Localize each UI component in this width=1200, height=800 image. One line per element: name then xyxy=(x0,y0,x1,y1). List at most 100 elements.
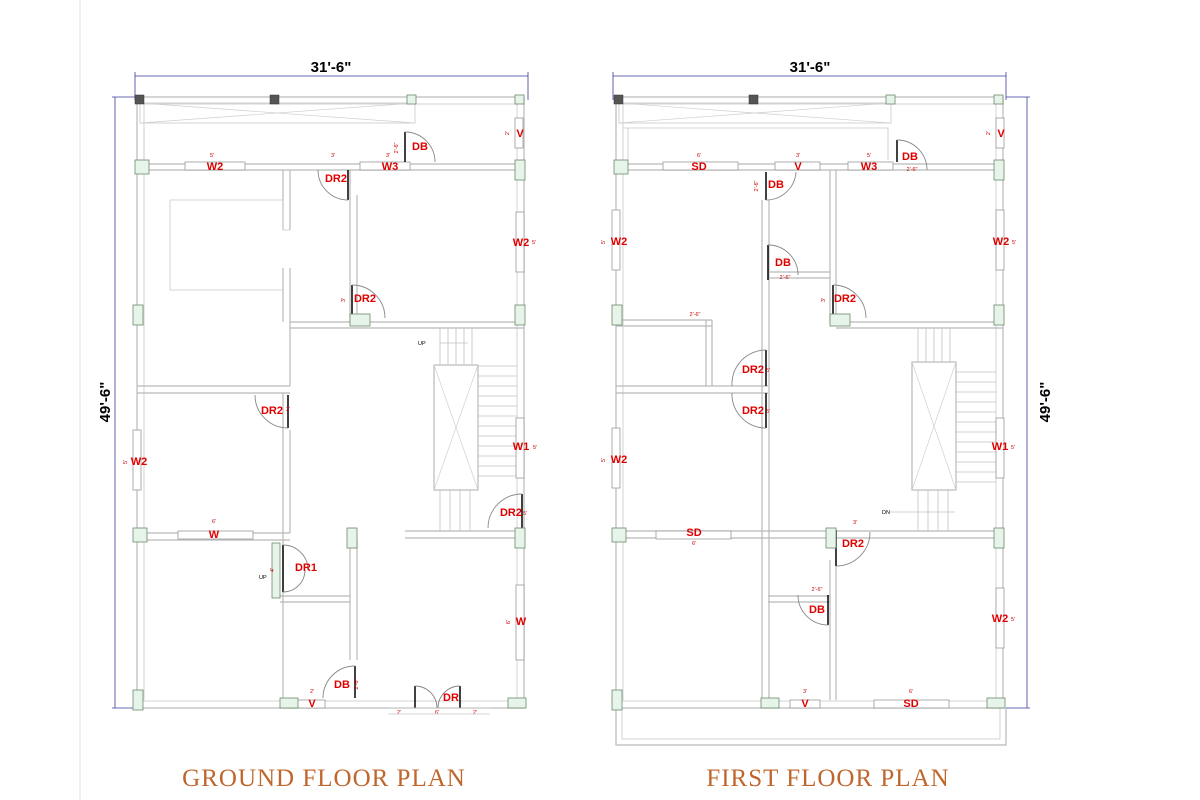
label-v: V xyxy=(997,128,1005,140)
svg-text:5': 5' xyxy=(867,153,871,159)
ground-staircase xyxy=(433,328,517,531)
first-depth-dimension: 49'-6" xyxy=(1006,96,1054,709)
ground-depth-label: 49'-6" xyxy=(97,382,114,423)
first-window-w2-left-lower xyxy=(611,427,621,489)
label-dr2: DR2 xyxy=(834,293,856,305)
svg-text:3': 3' xyxy=(341,298,347,302)
svg-text:5': 5' xyxy=(1012,240,1016,246)
label-up: UP xyxy=(418,341,426,347)
label-w: W xyxy=(209,529,220,541)
first-door-dr2-b xyxy=(731,349,767,387)
svg-text:2'-6": 2'-6" xyxy=(907,167,918,173)
label-w2: W2 xyxy=(611,236,628,248)
ground-window-w xyxy=(177,530,254,540)
label-w2: W2 xyxy=(131,456,148,468)
label-v: V xyxy=(308,698,316,710)
ground-inner-wall-line xyxy=(143,103,518,702)
first-door-db-a xyxy=(765,171,797,201)
ground-door-dr-main xyxy=(414,685,461,709)
label-w2: W2 xyxy=(993,236,1010,248)
first-front-balcony xyxy=(618,102,892,160)
label-v: V xyxy=(794,161,802,173)
label-dr1: DR1 xyxy=(295,562,317,574)
label-dr2: DR2 xyxy=(842,538,864,550)
svg-text:2': 2' xyxy=(986,131,992,135)
first-outer-wall xyxy=(615,96,1004,709)
label-up: UP xyxy=(259,575,267,581)
ground-door-db-bottom xyxy=(322,665,356,699)
svg-text:6': 6' xyxy=(212,519,216,525)
label-w3: W3 xyxy=(382,161,399,173)
svg-text:2'-6": 2'-6" xyxy=(394,142,400,153)
ground-width-dimension: 31'-6" xyxy=(134,59,529,100)
svg-text:3': 3' xyxy=(803,689,807,695)
ground-door-dr2-stair xyxy=(487,493,523,529)
svg-text:5': 5' xyxy=(601,240,607,244)
first-window-w1 xyxy=(995,417,1005,479)
label-w3: W3 xyxy=(861,161,878,173)
ground-columns xyxy=(132,94,527,711)
label-db: DB xyxy=(768,179,784,191)
svg-text:5': 5' xyxy=(210,153,214,159)
label-db: DB xyxy=(775,257,791,269)
first-floor-title: FIRST FLOOR PLAN xyxy=(706,765,949,792)
label-sd: SD xyxy=(686,527,701,539)
svg-text:6': 6' xyxy=(909,689,913,695)
first-floor-plan: 31'-6" 49'-6" xyxy=(601,59,1054,792)
svg-text:5': 5' xyxy=(601,458,607,462)
first-window-w3 xyxy=(847,161,894,171)
svg-text:3': 3' xyxy=(853,520,857,526)
first-window-w2-right xyxy=(995,209,1005,271)
label-dn: DN xyxy=(882,510,890,516)
ground-width-label: 31'-6" xyxy=(311,59,352,76)
first-door-db-top xyxy=(896,139,928,171)
svg-text:5': 5' xyxy=(533,445,537,451)
first-window-w2-right-lower xyxy=(995,587,1005,649)
ground-floor-title: GROUND FLOOR PLAN xyxy=(182,765,466,792)
ground-window-w-right xyxy=(515,584,525,661)
label-db: DB xyxy=(334,679,350,691)
svg-text:5': 5' xyxy=(1011,617,1015,623)
first-sliding-door-top xyxy=(662,161,739,171)
label-w1: W1 xyxy=(513,441,530,453)
svg-text:2'-6": 2'-6" xyxy=(754,180,760,191)
label-w2: W2 xyxy=(992,613,1009,625)
label-w2: W2 xyxy=(513,237,530,249)
ground-door-dr2-mid xyxy=(351,284,386,319)
ground-size-notes: 5' 3' 3' 2'-6" 2' 5' 3' 5' 3' 6' 4' 6' 5… xyxy=(123,131,537,716)
ground-outer-wall xyxy=(136,96,525,709)
first-ventilator-corner xyxy=(995,117,1005,149)
label-db: DB xyxy=(902,151,918,163)
label-db: DB xyxy=(809,604,825,616)
label-sd: SD xyxy=(691,161,706,173)
first-size-notes: 6' 3' 5' 2'-6" 2' 2'-6" 5' 5' 2'-6" 3' 2… xyxy=(601,131,1016,695)
label-dr2: DR2 xyxy=(742,405,764,417)
ground-window-w3 xyxy=(359,161,411,171)
svg-text:5': 5' xyxy=(766,409,770,415)
svg-text:2': 2' xyxy=(310,689,314,695)
first-sliding-door-mid xyxy=(655,530,732,540)
ground-door-dr2-top xyxy=(317,169,349,201)
first-width-label: 31'-6" xyxy=(790,59,831,76)
svg-text:3': 3' xyxy=(331,153,335,159)
first-ventilator-bottom xyxy=(789,699,821,709)
label-w2: W2 xyxy=(207,161,224,173)
svg-text:2'-6": 2'-6" xyxy=(812,587,823,593)
svg-text:2'-6": 2'-6" xyxy=(780,275,791,281)
label-db: DB xyxy=(412,141,428,153)
ground-ventilator-top xyxy=(514,117,524,149)
label-w2: W2 xyxy=(611,454,628,466)
svg-text:6': 6' xyxy=(692,541,696,547)
svg-text:4': 4' xyxy=(270,568,276,572)
ground-depth-dimension: 49'-6" xyxy=(97,96,135,709)
ground-window-w2-left xyxy=(132,429,142,491)
svg-text:6': 6' xyxy=(697,153,701,159)
label-dr2: DR2 xyxy=(742,364,764,376)
svg-text:5': 5' xyxy=(123,460,129,464)
first-sliding-door-bottom xyxy=(873,699,950,709)
ground-floor-plan: 31'-6" 49'-6" xyxy=(97,59,537,792)
first-depth-label: 49'-6" xyxy=(1037,382,1054,423)
ground-door-dr1 xyxy=(282,544,309,593)
label-w: W xyxy=(516,616,527,628)
